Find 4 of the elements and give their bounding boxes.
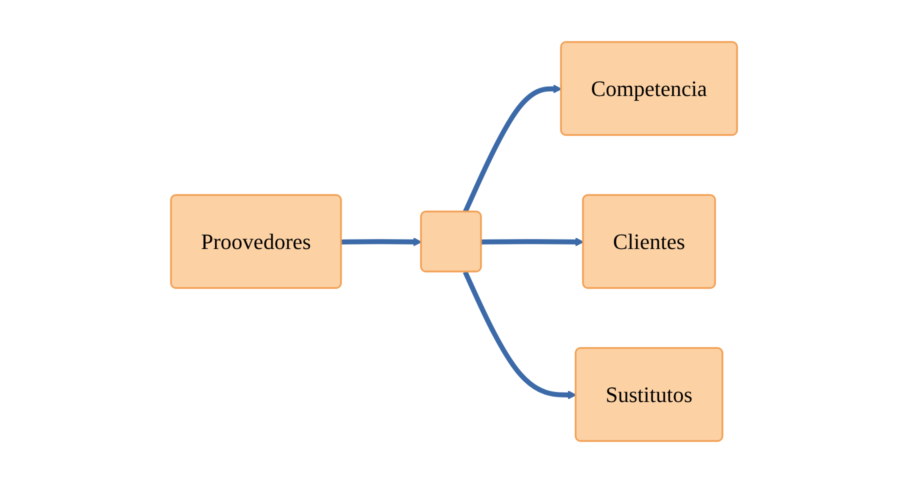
arrow [463, 84, 562, 214]
arrow [342, 238, 422, 246]
arrow [463, 270, 577, 400]
arrow [482, 238, 584, 246]
